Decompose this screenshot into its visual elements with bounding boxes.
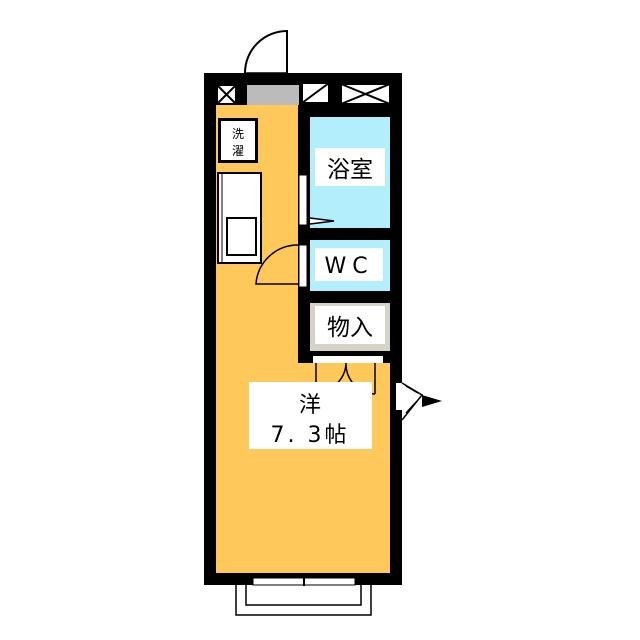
entrance-floor	[247, 85, 299, 105]
storage-label: 物入	[327, 315, 373, 341]
washer-label-2: 濯	[232, 144, 244, 158]
western-room-label: 洋	[299, 393, 321, 418]
kitchen-sink	[217, 172, 262, 264]
western-room-size: 7. 3帖	[271, 423, 350, 448]
balcony	[235, 575, 372, 616]
entrance-door	[244, 29, 288, 74]
vent-box	[216, 82, 391, 105]
washer-label-1: 洗	[232, 127, 244, 141]
wc-label: WC	[324, 254, 373, 279]
bath-label: 浴室	[327, 157, 373, 183]
